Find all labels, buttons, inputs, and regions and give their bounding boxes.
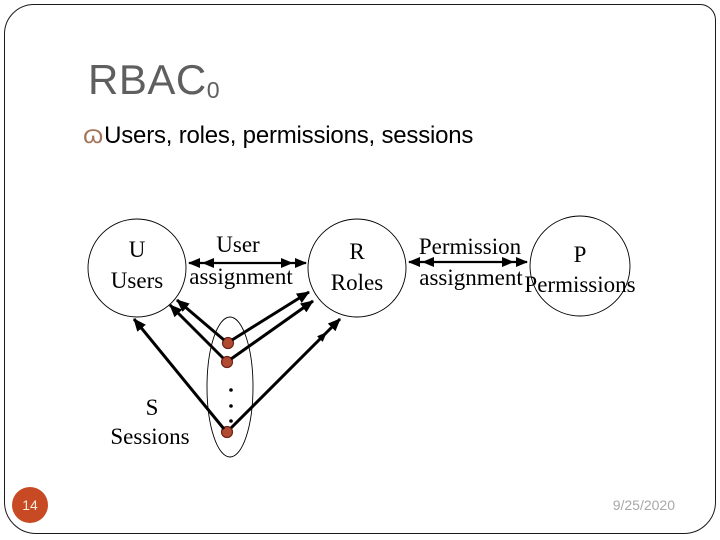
slide-date: 9/25/2020 — [612, 497, 675, 513]
page-number: 14 — [22, 497, 38, 513]
permission-assignment-label-line1: Permission — [419, 234, 522, 259]
page-number-badge: 14 — [12, 487, 48, 523]
permissions-node-abbrev: P — [574, 242, 587, 267]
session-role-edge — [231, 290, 310, 342]
session-dot — [220, 425, 234, 439]
sessions-node-abbrev: S — [146, 395, 159, 420]
permissions-node-label: Permissions — [524, 272, 635, 297]
session-user-edge — [132, 318, 226, 430]
ellipsis-dot — [229, 404, 233, 408]
user-assignment-label-line1: User — [216, 232, 260, 257]
session-role-edge-arrowhead — [317, 332, 327, 342]
users-node-label: Users — [111, 268, 163, 293]
ellipsis-dot — [229, 419, 233, 423]
bullet-flourish-icon: ɷ — [83, 119, 104, 149]
permission-assignment-label-line2: assignment — [419, 265, 523, 290]
slide-title: RBAC0 — [88, 56, 220, 104]
roles-node-label: Roles — [331, 270, 383, 295]
session-dot — [221, 336, 235, 350]
session-dot — [220, 355, 234, 369]
user-assignment-label-line2: assignment — [189, 264, 293, 289]
roles-node-circle — [307, 218, 407, 318]
title-text: RBAC — [88, 56, 207, 103]
slide-frame-border — [4, 4, 716, 534]
title-subscript: 0 — [206, 77, 221, 104]
ellipsis-dot — [229, 388, 233, 392]
bullet-item: ɷUsers, roles, permissions, sessions — [83, 119, 473, 150]
sessions-node-label: Sessions — [110, 424, 189, 449]
session-role-edge — [230, 299, 314, 361]
session-user-edge — [168, 303, 225, 360]
permissions-node-circle — [529, 215, 631, 317]
bullet-text: Users, roles, permissions, sessions — [104, 122, 474, 149]
users-node-circle — [87, 218, 187, 318]
roles-node-abbrev: R — [349, 239, 365, 264]
session-user-edge — [176, 298, 225, 342]
users-node-abbrev: U — [129, 237, 146, 262]
